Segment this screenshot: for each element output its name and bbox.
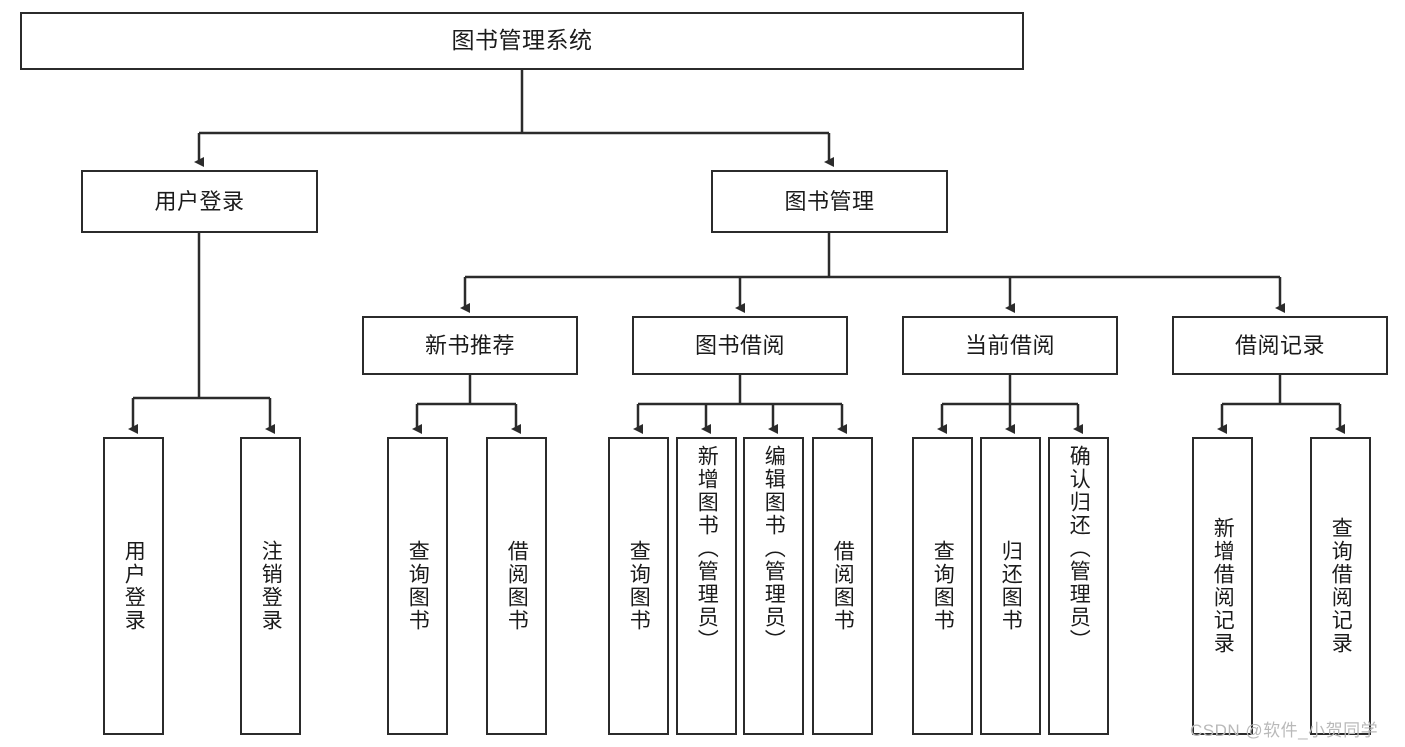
node-leaf-edit-book[interactable]: 编辑图书（管理员） xyxy=(743,437,804,735)
node-user-login[interactable]: 用户登录 xyxy=(81,170,318,233)
node-leaf-add-record[interactable]: 新增借阅记录 xyxy=(1192,437,1253,735)
node-leaf-logout-label: 注销登录 xyxy=(259,540,283,632)
node-leaf-query-record-label: 查询借阅记录 xyxy=(1329,517,1353,655)
node-current-borrow-label: 当前借阅 xyxy=(964,332,1055,358)
node-new-book-rec[interactable]: 新书推荐 xyxy=(362,316,578,375)
node-current-borrow[interactable]: 当前借阅 xyxy=(902,316,1118,375)
node-leaf-query-book-3[interactable]: 查询图书 xyxy=(912,437,973,735)
node-leaf-query-book-1-label: 查询图书 xyxy=(406,540,430,632)
node-root-label: 图书管理系统 xyxy=(451,27,593,54)
node-leaf-logout[interactable]: 注销登录 xyxy=(240,437,301,735)
node-book-borrow-label: 图书借阅 xyxy=(694,332,785,358)
node-leaf-query-book-2-label: 查询图书 xyxy=(627,540,651,632)
node-leaf-borrow-book-2[interactable]: 借阅图书 xyxy=(812,437,873,735)
node-leaf-add-book-label: 新增图书（管理员） xyxy=(695,445,719,652)
node-borrow-record-label: 借阅记录 xyxy=(1234,332,1325,358)
node-book-manage-label: 图书管理 xyxy=(784,188,875,214)
node-leaf-query-book-3-label: 查询图书 xyxy=(931,540,955,632)
node-leaf-confirm-return[interactable]: 确认归还（管理员） xyxy=(1048,437,1109,735)
node-leaf-edit-book-label: 编辑图书（管理员） xyxy=(762,445,786,652)
watermark: CSDN @软件_小贺同学 xyxy=(1190,721,1379,740)
node-borrow-record[interactable]: 借阅记录 xyxy=(1172,316,1388,375)
node-leaf-confirm-return-label: 确认归还（管理员） xyxy=(1067,445,1091,652)
node-leaf-query-record[interactable]: 查询借阅记录 xyxy=(1310,437,1371,735)
node-leaf-user-login[interactable]: 用户登录 xyxy=(103,437,164,735)
node-leaf-add-record-label: 新增借阅记录 xyxy=(1211,517,1235,655)
node-leaf-return-book-label: 归还图书 xyxy=(999,540,1023,632)
node-book-borrow[interactable]: 图书借阅 xyxy=(632,316,848,375)
node-leaf-add-book[interactable]: 新增图书（管理员） xyxy=(676,437,737,735)
node-user-login-label: 用户登录 xyxy=(154,188,245,214)
node-leaf-query-book-2[interactable]: 查询图书 xyxy=(608,437,669,735)
node-leaf-return-book[interactable]: 归还图书 xyxy=(980,437,1041,735)
node-root[interactable]: 图书管理系统 xyxy=(20,12,1024,70)
node-leaf-borrow-book-2-label: 借阅图书 xyxy=(831,540,855,632)
node-new-book-rec-label: 新书推荐 xyxy=(424,332,515,358)
node-leaf-user-login-label: 用户登录 xyxy=(122,540,146,632)
node-leaf-borrow-book-1-label: 借阅图书 xyxy=(505,540,529,632)
node-book-manage[interactable]: 图书管理 xyxy=(711,170,948,233)
node-leaf-query-book-1[interactable]: 查询图书 xyxy=(387,437,448,735)
node-leaf-borrow-book-1[interactable]: 借阅图书 xyxy=(486,437,547,735)
